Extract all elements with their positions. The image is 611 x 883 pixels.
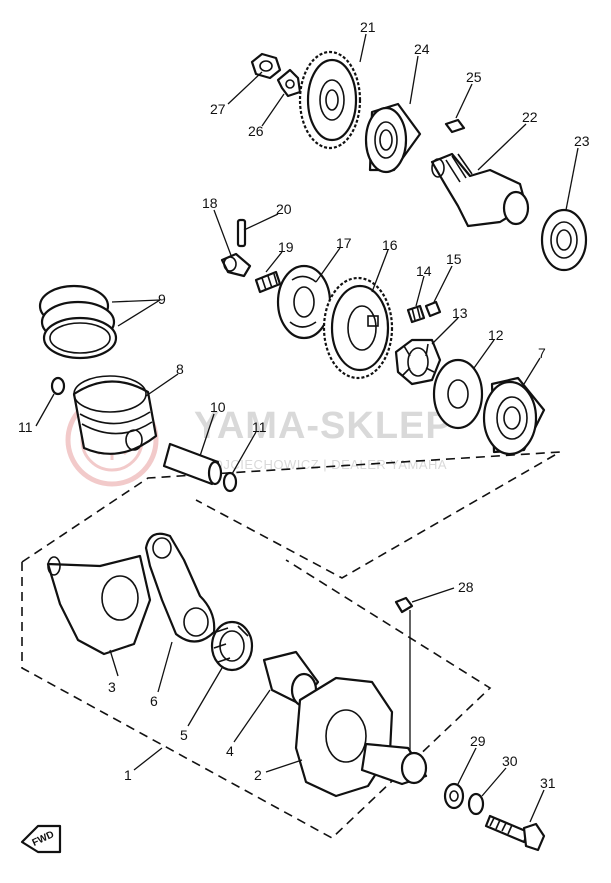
part-29-washer (443, 782, 465, 810)
callout-24: 24 (414, 41, 430, 57)
part-15-pin (424, 300, 442, 318)
part-13-hub (394, 338, 442, 386)
callout-25: 25 (466, 69, 482, 85)
part-27-nut (250, 52, 282, 80)
part-28-key (394, 596, 414, 614)
part-7-bearing (482, 376, 546, 456)
part-9-piston-rings (38, 284, 118, 360)
part-10-piston-pin (162, 442, 223, 486)
callout-30: 30 (502, 753, 518, 769)
callout-6: 6 (150, 693, 158, 709)
part-31-bolt (484, 814, 546, 852)
callout-12: 12 (488, 327, 504, 343)
callout-5: 5 (180, 727, 188, 743)
callout-21: 21 (360, 19, 376, 35)
part-5-needle-bearing (210, 620, 254, 672)
crank-assembly-boundary (21, 451, 561, 839)
callout-1: 1 (124, 767, 132, 783)
part-25-key (444, 118, 466, 134)
callout-13: 13 (452, 305, 468, 321)
part-21-balancer-gear (298, 50, 362, 150)
callout-17: 17 (336, 235, 352, 251)
fwd-arrow-icon: FWD (20, 824, 62, 854)
part-18-pin (220, 252, 252, 278)
part-24-bearing (364, 102, 422, 174)
part-20-dowel-pin (236, 218, 247, 248)
callout-22: 22 (522, 109, 538, 125)
part-3-crank-left (46, 554, 152, 656)
callout-2: 2 (254, 767, 262, 783)
callout-4: 4 (226, 743, 234, 759)
callout-27: 27 (210, 101, 226, 117)
callout-14: 14 (416, 263, 432, 279)
part-16-primary-gear (322, 276, 394, 380)
part-12-plate (432, 358, 484, 430)
part-6-connecting-rod (144, 532, 216, 643)
callout-11-right: 11 (252, 419, 267, 435)
callout-11-left: 11 (18, 419, 33, 435)
part-11-circlip-right (222, 471, 238, 493)
part-19-spring (254, 270, 282, 294)
part-22-balancer-shaft (430, 152, 530, 228)
callout-23: 23 (574, 133, 590, 149)
part-11-circlip-left (50, 376, 66, 396)
watermark-title: YAMA-SKLEP (194, 405, 452, 447)
part-2-crank-right (294, 676, 428, 798)
callout-26: 26 (248, 123, 264, 139)
callout-3: 3 (108, 679, 116, 695)
callout-8: 8 (176, 361, 184, 377)
leader-lines (35, 33, 579, 823)
callout-15: 15 (446, 251, 462, 267)
part-17-plate (276, 264, 332, 340)
callout-9: 9 (158, 291, 166, 307)
part-26-lock-washer (276, 68, 302, 98)
part-8-piston (72, 375, 158, 455)
callout-19: 19 (278, 239, 294, 255)
callout-10: 10 (210, 399, 226, 415)
callout-7: 7 (538, 345, 546, 361)
part-14-spring (406, 304, 426, 324)
callout-labels: 21 24 25 27 26 22 23 18 20 19 17 16 14 1… (18, 19, 590, 791)
part-23-bearing (540, 208, 588, 272)
callout-31: 31 (540, 775, 556, 791)
watermark: YAMA-SKLEP WOJCIECHOWICZ | DEALER YAMAHA (65, 393, 452, 487)
callout-18: 18 (202, 195, 218, 211)
part-30-lock-washer (467, 792, 485, 816)
callout-16: 16 (382, 237, 398, 253)
watermark-subtitle: WOJCIECHOWICZ | DEALER YAMAHA (200, 457, 447, 472)
callout-28: 28 (458, 579, 474, 595)
callout-20: 20 (276, 201, 292, 217)
callout-29: 29 (470, 733, 486, 749)
